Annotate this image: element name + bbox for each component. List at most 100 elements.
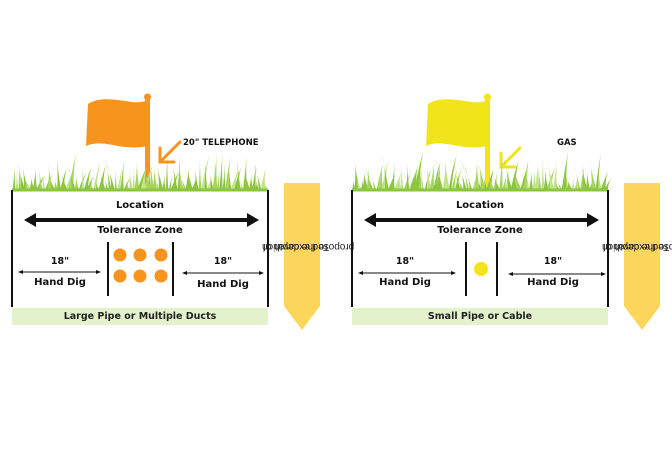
grass-blade xyxy=(453,161,461,190)
grass-blade xyxy=(541,156,545,190)
scene-svg xyxy=(351,93,660,330)
left-hand-dig-arrow xyxy=(18,270,101,274)
grass-blade xyxy=(451,169,458,190)
grass-blade xyxy=(234,167,242,190)
right-hand-dig-label: Hand Dig xyxy=(527,277,579,288)
left-hand-dig-label: Hand Dig xyxy=(379,277,431,288)
grass-blade xyxy=(168,174,173,190)
grass-blade xyxy=(414,152,423,190)
right-hand-dig-arrow xyxy=(182,271,264,275)
grass-blade xyxy=(396,178,402,190)
grass-icon xyxy=(352,152,612,190)
grass-blade xyxy=(502,174,507,190)
grass-blade xyxy=(433,161,441,190)
pipe-circle xyxy=(133,269,147,283)
location-arrow xyxy=(364,213,599,227)
grass-blade xyxy=(503,155,513,190)
grass-blade xyxy=(379,164,383,190)
grass-blade xyxy=(74,173,80,190)
grass-blade xyxy=(409,171,417,190)
grass-blade xyxy=(406,158,410,190)
grass-blade xyxy=(193,164,199,190)
grass-blade xyxy=(156,161,164,190)
grass-blade xyxy=(98,164,106,190)
grass-blade xyxy=(434,158,444,190)
pipe-circle xyxy=(154,269,168,283)
grass-blade xyxy=(255,179,259,190)
grass-blade xyxy=(551,176,560,190)
grass-blade xyxy=(149,161,155,190)
grass-blade xyxy=(32,168,38,190)
grass-blade xyxy=(15,167,19,190)
grass-blade xyxy=(571,178,575,190)
grass-blade xyxy=(83,167,92,190)
grass-blade xyxy=(444,153,450,190)
grass-blade xyxy=(565,167,569,190)
grass-blade xyxy=(513,171,518,190)
grass-blade xyxy=(355,179,363,190)
grass-blade xyxy=(561,152,568,190)
grass-blade xyxy=(178,166,184,190)
depth-banner: To the depth of proposed excavation xyxy=(602,183,672,333)
grass-blade xyxy=(61,172,68,190)
depth-banner-line-2: proposed excavation xyxy=(601,241,672,252)
grass-blade xyxy=(474,160,480,190)
utility-label: GAS xyxy=(557,138,577,148)
grass-blade xyxy=(143,164,153,190)
grass-blade xyxy=(152,165,158,190)
grass-blade xyxy=(12,166,16,190)
grass-blade xyxy=(352,179,356,190)
grass-blade xyxy=(595,153,601,190)
scene-svg xyxy=(11,93,320,330)
grass-blade xyxy=(381,160,388,190)
grass-blade xyxy=(137,167,147,190)
grass-blade xyxy=(165,153,169,190)
grass-blade xyxy=(491,171,501,190)
grass-blade xyxy=(212,154,218,190)
grass-blade xyxy=(117,167,123,190)
grass-blade xyxy=(537,159,542,190)
grass-blade xyxy=(17,161,25,190)
grass-blade xyxy=(216,172,220,190)
grass-blade xyxy=(254,162,262,190)
grass-blade xyxy=(600,171,608,190)
grass-blade xyxy=(104,157,112,190)
grass-blade xyxy=(588,157,597,190)
grass-blade xyxy=(499,152,503,190)
pipe-circle xyxy=(113,248,127,262)
grass-blade xyxy=(21,161,29,190)
grass-blade xyxy=(486,168,494,190)
grass-icon xyxy=(12,153,269,190)
grass-blade xyxy=(411,165,418,190)
grass-blade xyxy=(478,178,482,190)
pipe-circle xyxy=(474,262,488,276)
grass-blade xyxy=(534,163,540,190)
location-label: Location xyxy=(115,200,165,211)
grass-blade xyxy=(488,174,495,190)
pipe-group xyxy=(113,248,168,283)
grass-blade xyxy=(41,170,46,190)
grass-blade xyxy=(418,167,422,190)
pipe-circle xyxy=(154,248,168,262)
grass-blade xyxy=(47,163,53,190)
grass-blade xyxy=(252,163,257,190)
depth-banner-arrow xyxy=(284,183,320,330)
grass-blade xyxy=(393,171,403,190)
depth-banner-arrow xyxy=(624,183,660,330)
grass-blade xyxy=(512,166,522,190)
grass-blade xyxy=(156,178,160,190)
grass-blade xyxy=(107,162,115,190)
grass-blade xyxy=(114,166,118,190)
grass-blade xyxy=(546,156,555,190)
grass-blade xyxy=(140,166,146,190)
location-label: Location xyxy=(455,200,505,211)
grass-blade xyxy=(198,159,202,190)
grass-blade xyxy=(128,167,134,190)
grass-blade xyxy=(574,162,581,190)
grass-blade xyxy=(426,161,432,190)
left-hand-dig-arrow xyxy=(358,271,456,275)
grass-blade xyxy=(477,157,486,190)
grass-blade xyxy=(93,161,101,190)
grass-blade xyxy=(132,165,136,190)
grass-blade xyxy=(259,175,269,190)
